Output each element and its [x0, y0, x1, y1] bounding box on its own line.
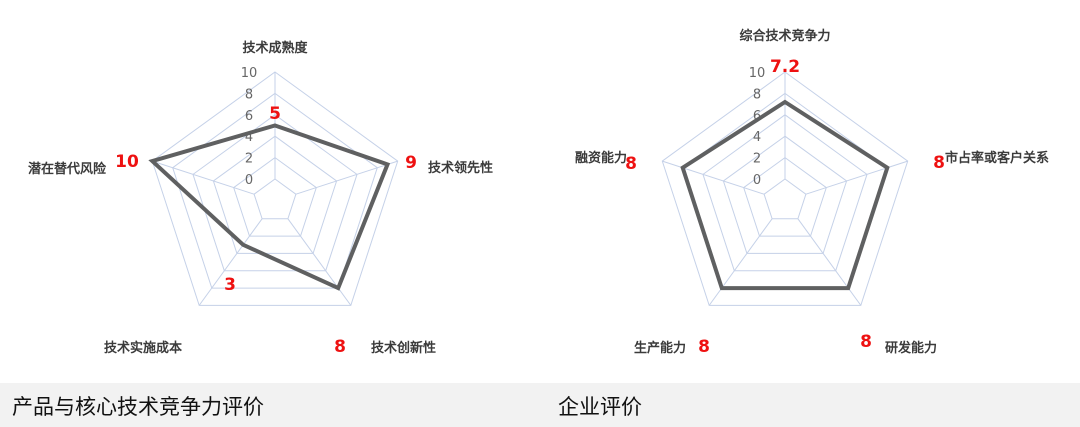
grid-ring — [743, 156, 827, 237]
tick-label: 8 — [245, 87, 253, 102]
grid-ring — [763, 178, 807, 220]
grid-spoke — [797, 218, 862, 306]
caption-bar — [0, 383, 1080, 427]
grid-spoke — [198, 218, 263, 306]
grid-ring — [661, 71, 909, 306]
data-label: 8 — [698, 337, 710, 357]
axis-label: 市占率或客户关系 — [945, 150, 1049, 166]
data-label: 10 — [115, 152, 139, 172]
grid-spoke — [295, 160, 398, 195]
data-label: 8 — [933, 153, 945, 173]
tick-label: 4 — [753, 130, 761, 145]
data-label: 3 — [224, 275, 236, 295]
tick-label: 6 — [245, 109, 253, 124]
chart-caption-company: 企业评价 — [558, 395, 642, 419]
tick-label: 6 — [753, 109, 761, 124]
series-line — [148, 123, 391, 291]
grid-spoke — [662, 160, 765, 195]
grid-ring — [233, 156, 317, 237]
tick-label: 8 — [753, 87, 761, 102]
tick-label: 0 — [753, 173, 761, 188]
grid-spoke — [152, 160, 255, 195]
grid-ring — [253, 178, 297, 220]
axis-label: 技术创新性 — [371, 340, 436, 356]
axis-label: 技术成熟度 — [242, 40, 308, 56]
tick-label: 10 — [749, 66, 766, 81]
grid-spoke — [287, 218, 352, 306]
tick-label: 2 — [753, 152, 761, 167]
grid-ring — [722, 135, 848, 254]
data-label: 9 — [405, 153, 417, 173]
grid-ring — [702, 114, 868, 272]
data-label: 8 — [625, 154, 637, 174]
grid-spoke — [805, 160, 908, 195]
grid-ring — [212, 135, 338, 254]
chart-caption-product: 产品与核心技术竞争力评价 — [12, 395, 264, 419]
axis-label: 融资能力 — [575, 150, 627, 166]
data-label: 7.2 — [770, 57, 800, 77]
grid-spoke — [708, 218, 773, 306]
tick-label: 2 — [245, 152, 253, 167]
tick-label: 4 — [245, 130, 253, 145]
tick-label: 0 — [245, 173, 253, 188]
grid-ring — [192, 114, 358, 272]
data-label: 5 — [269, 104, 281, 124]
data-label: 8 — [334, 337, 346, 357]
axis-label: 研发能力 — [885, 340, 937, 356]
tick-label: 10 — [241, 66, 258, 81]
grid-ring — [151, 71, 399, 306]
axis-label: 技术实施成本 — [104, 340, 182, 356]
axis-label: 综合技术竞争力 — [739, 28, 830, 44]
axis-label: 生产能力 — [634, 340, 686, 356]
axis-label: 技术领先性 — [428, 160, 493, 176]
data-label: 8 — [860, 332, 872, 352]
axis-label: 潜在替代风险 — [28, 161, 107, 177]
series-line — [680, 99, 890, 291]
